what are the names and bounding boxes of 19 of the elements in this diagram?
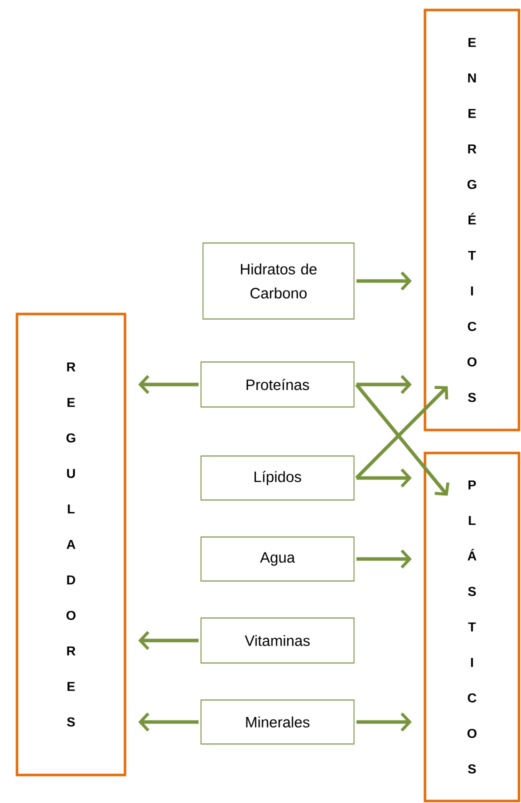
arrow: [356, 374, 412, 394]
category-box: P L Á S T I C O S: [424, 452, 520, 802]
food-box: Hidratos de Carbono: [202, 242, 354, 320]
arrow: [355, 383, 450, 496]
food-box: Agua: [200, 536, 354, 582]
food-box: Lípidos: [200, 456, 354, 500]
arrow: [138, 374, 199, 394]
food-box: Vitaminas: [200, 618, 354, 664]
arrow: [138, 630, 199, 650]
category-box: R E G U L A D O R E S: [16, 312, 126, 776]
arrow: [138, 712, 199, 732]
food-box: Minerales: [200, 700, 354, 744]
category-box: E N E R G É T I C O S: [424, 8, 520, 432]
arrow: [355, 386, 448, 480]
arrow: [356, 712, 412, 732]
arrow: [356, 468, 412, 488]
arrow: [356, 271, 412, 291]
food-box: Proteínas: [200, 362, 354, 408]
arrow: [356, 549, 412, 569]
